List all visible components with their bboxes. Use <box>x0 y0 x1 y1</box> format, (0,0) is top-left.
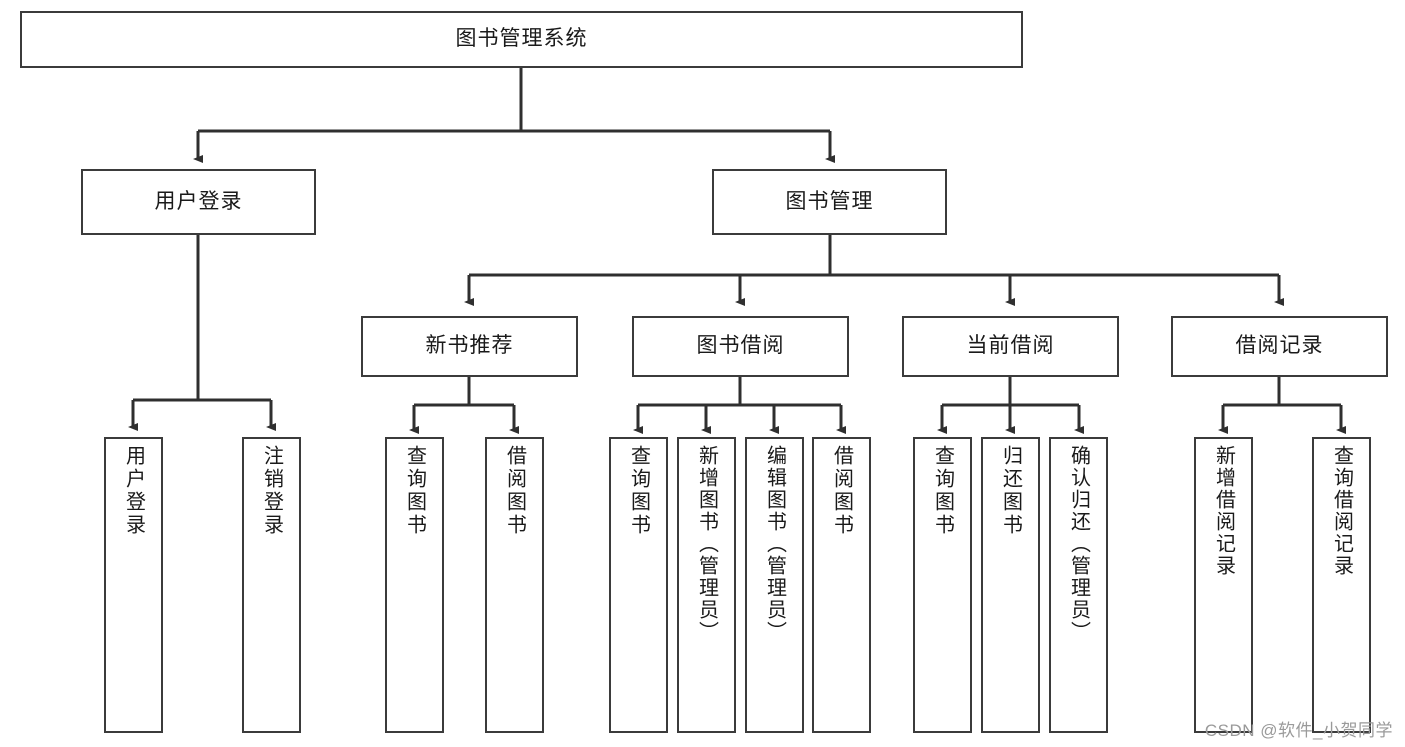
node-label: 新书推荐 <box>425 334 514 358</box>
node-borrow-record[interactable]: 借阅记录 <box>1171 316 1388 377</box>
node-user-login[interactable]: 用户登录 <box>81 169 316 235</box>
node-label: 用户登录 <box>122 445 145 537</box>
node-label: 查询图书 <box>403 445 426 537</box>
node-book-management[interactable]: 图书管理 <box>712 169 947 235</box>
node-label: 编辑图书（管理员） <box>763 445 786 643</box>
leaf-return-book[interactable]: 归还图书 <box>981 437 1040 733</box>
node-label: 新增图书（管理员） <box>695 445 718 643</box>
node-root-system[interactable]: 图书管理系统 <box>20 11 1023 68</box>
node-label: 查询借阅记录 <box>1330 445 1353 577</box>
leaf-confirm-return-admin[interactable]: 确认归还（管理员） <box>1049 437 1108 733</box>
leaf-query-book-current[interactable]: 查询图书 <box>913 437 972 733</box>
node-label: 新增借阅记录 <box>1212 445 1235 577</box>
leaf-borrow-book-recommend[interactable]: 借阅图书 <box>485 437 544 733</box>
node-label: 用户登录 <box>154 189 243 213</box>
node-new-book-recommend[interactable]: 新书推荐 <box>361 316 578 377</box>
leaf-edit-book-admin[interactable]: 编辑图书（管理员） <box>745 437 804 733</box>
node-label: 当前借阅 <box>966 334 1055 358</box>
node-current-borrow[interactable]: 当前借阅 <box>902 316 1119 377</box>
node-label: 查询图书 <box>627 445 650 537</box>
node-label: 归还图书 <box>999 445 1022 537</box>
leaf-user-login[interactable]: 用户登录 <box>104 437 163 733</box>
node-label: 确认归还（管理员） <box>1067 445 1090 643</box>
leaf-borrow-book[interactable]: 借阅图书 <box>812 437 871 733</box>
leaf-query-book-borrow[interactable]: 查询图书 <box>609 437 668 733</box>
leaf-add-book-admin[interactable]: 新增图书（管理员） <box>677 437 736 733</box>
leaf-logout[interactable]: 注销登录 <box>242 437 301 733</box>
node-label: 注销登录 <box>260 445 283 537</box>
node-label: 查询图书 <box>931 445 954 537</box>
node-label: 图书管理 <box>785 189 874 213</box>
node-label: 图书借阅 <box>696 334 785 358</box>
node-book-borrow[interactable]: 图书借阅 <box>632 316 849 377</box>
node-label: 借阅图书 <box>503 445 526 537</box>
node-label: 图书管理系统 <box>455 27 588 51</box>
leaf-query-book-recommend[interactable]: 查询图书 <box>385 437 444 733</box>
node-label: 借阅记录 <box>1235 334 1324 358</box>
csdn-watermark: CSDN @软件_小贺同学 <box>1204 721 1393 740</box>
leaf-query-borrow-record[interactable]: 查询借阅记录 <box>1312 437 1371 733</box>
leaf-add-borrow-record[interactable]: 新增借阅记录 <box>1194 437 1253 733</box>
node-label: 借阅图书 <box>830 445 853 537</box>
